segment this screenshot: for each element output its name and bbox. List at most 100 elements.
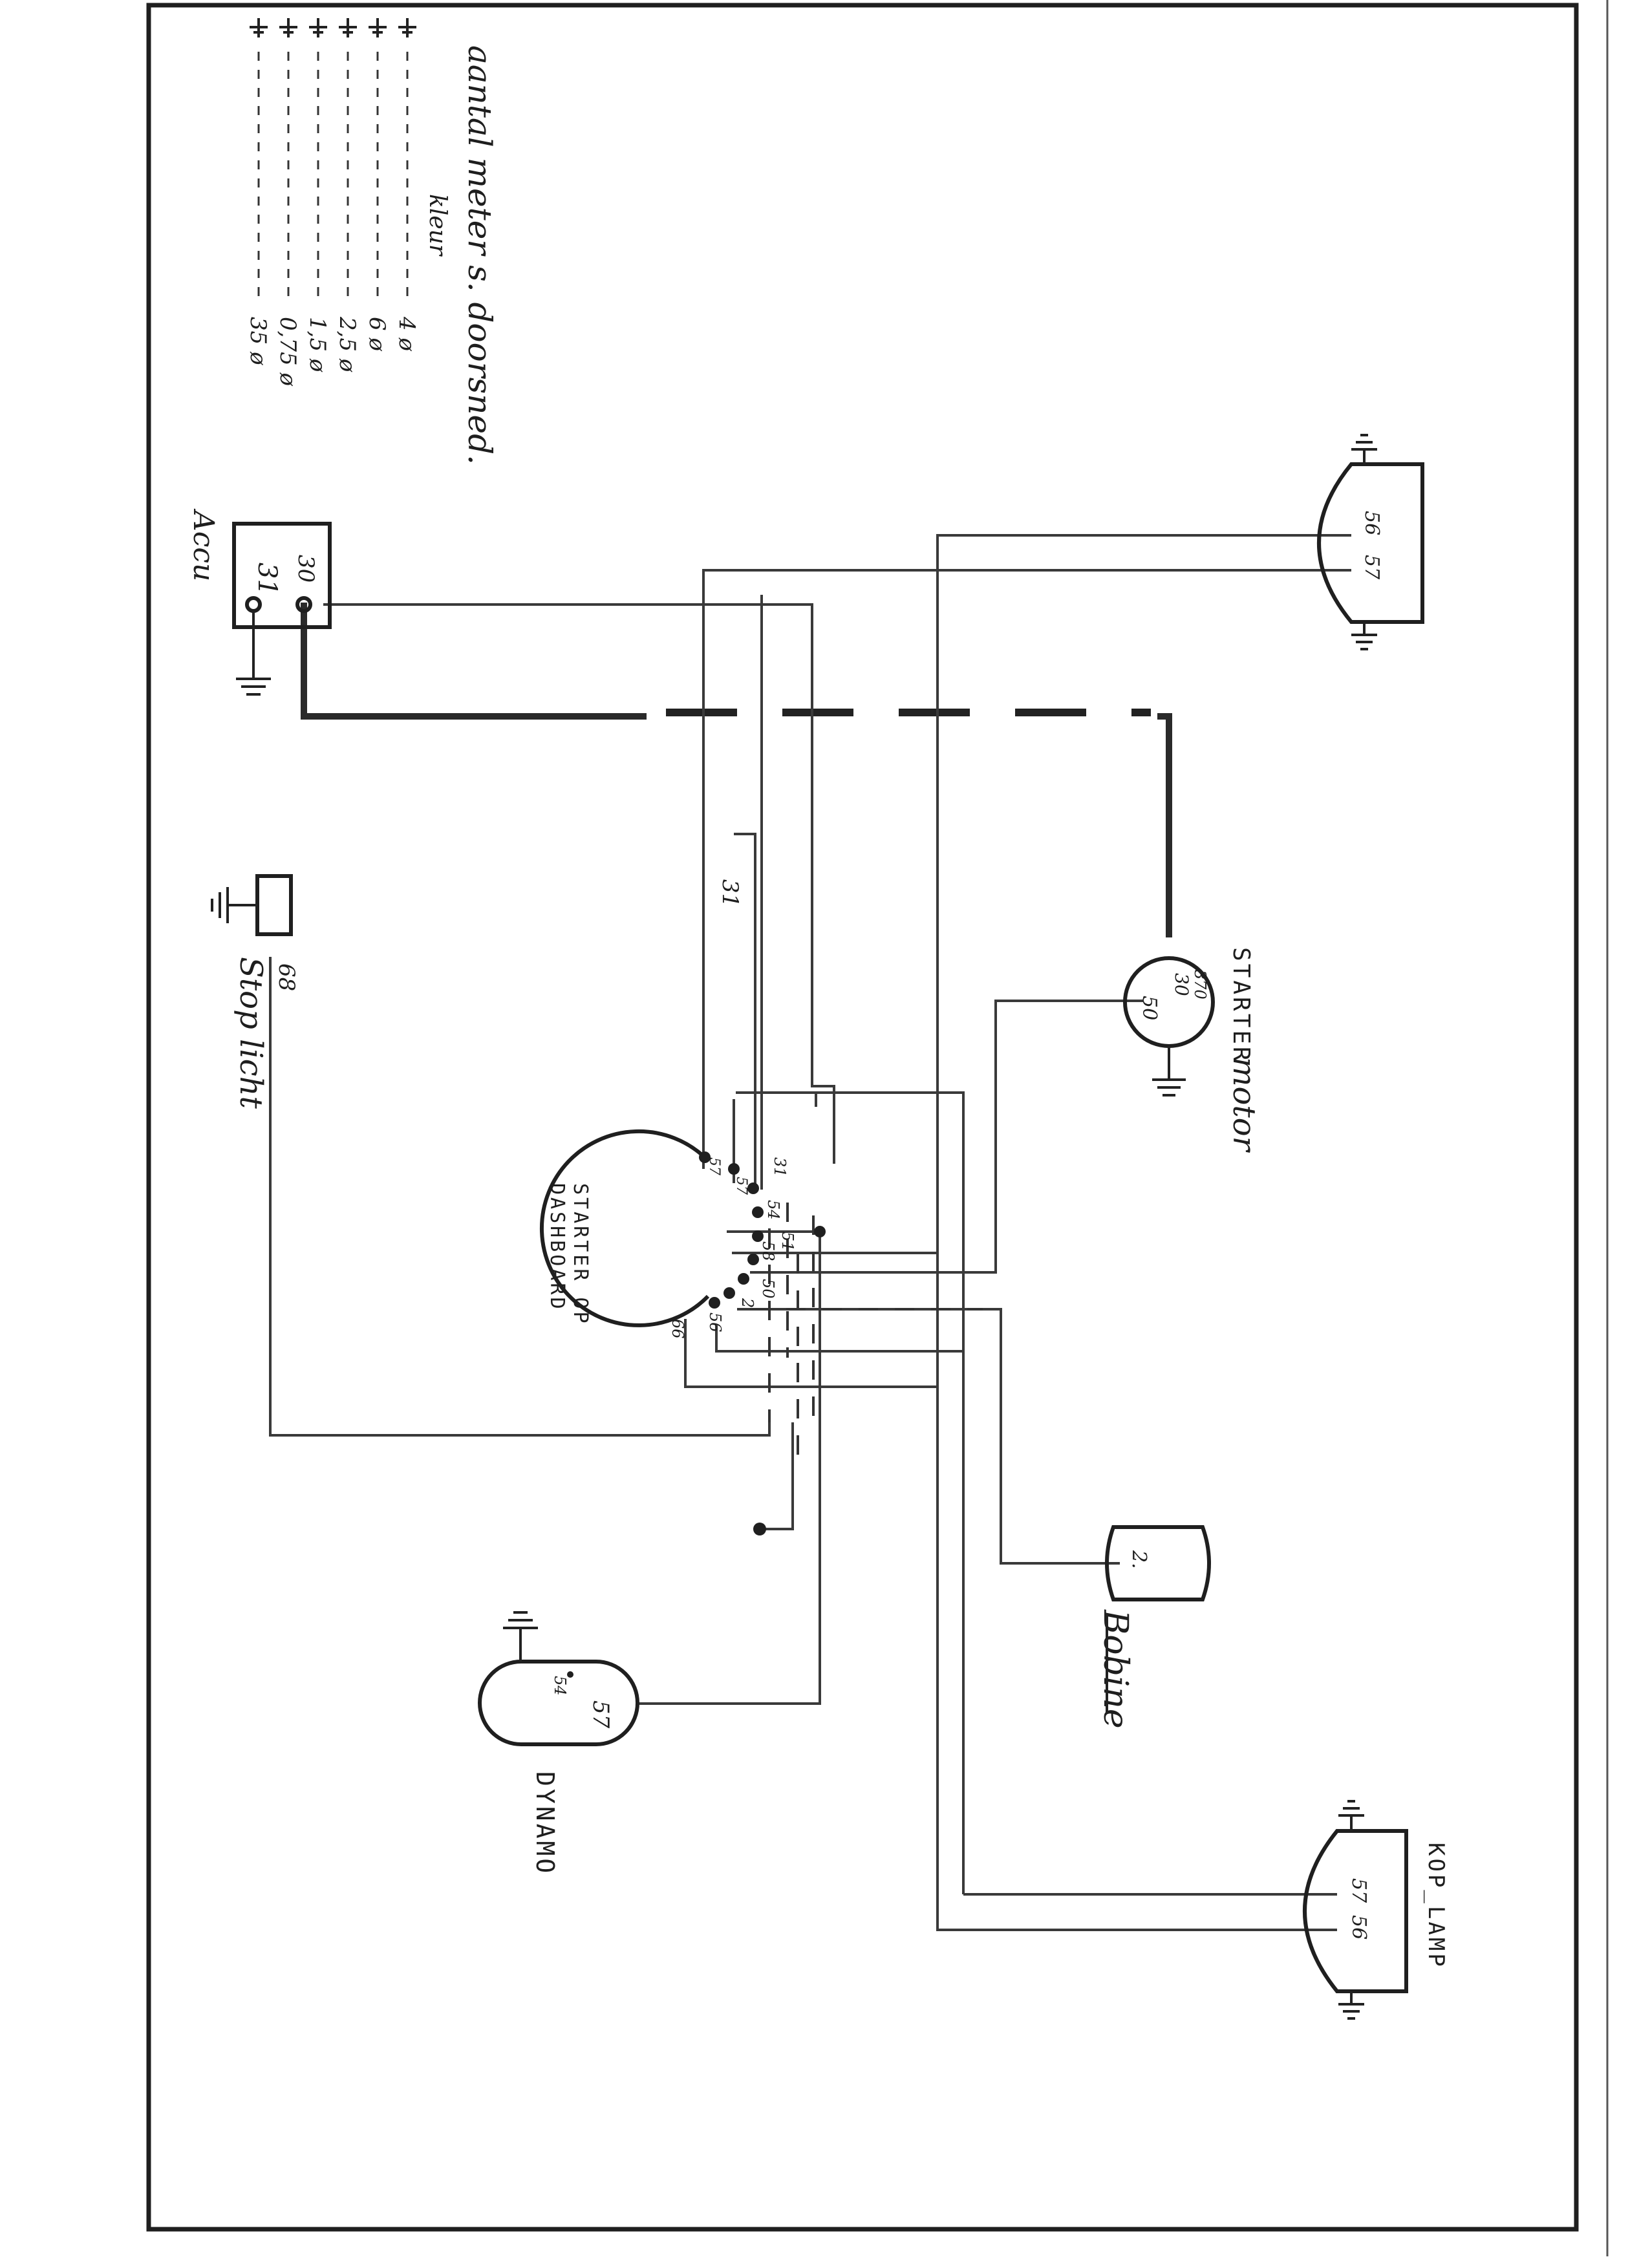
legend-row-spec: 2,5 ø xyxy=(334,316,360,372)
dynamo-ground-symbol xyxy=(503,1611,538,1662)
wire-legend: aantal meter s. doorsned. kleur 4 ø6 ø2,… xyxy=(245,18,498,465)
dashboard-terminal-50: 50 xyxy=(759,1279,777,1299)
legend-subtitle: kleur xyxy=(424,194,451,257)
bobine-terminal: 2. xyxy=(1128,1550,1150,1569)
wire-accu-30 xyxy=(323,603,835,1164)
starter-motor-label: STARTER xyxy=(1228,947,1254,1064)
legend-title: aantal meter s. doorsned. xyxy=(461,45,498,465)
dashboard-terminal-57a: 57 xyxy=(706,1157,722,1175)
wires xyxy=(269,534,1351,1931)
dynamo-terminal-54-post xyxy=(567,1671,573,1678)
accu-terminal-31-post xyxy=(245,596,262,613)
rear-lamp-ground-top xyxy=(1351,434,1377,464)
wire-harness-2-to-bobine xyxy=(737,1308,1120,1565)
dashboard-terminal-57a-dot xyxy=(699,1151,711,1163)
dashboard-terminal-31-dot xyxy=(747,1182,759,1194)
accu-ground-symbol xyxy=(236,611,271,696)
bobine-label: Bobine xyxy=(1096,1609,1135,1729)
wire-battery-starter-heavy xyxy=(301,603,647,720)
dynamo-label: DYNAMO xyxy=(531,1771,559,1876)
starter-motor-terminal-30: 30 xyxy=(1171,973,1192,996)
kop-lamp: 57 56 KOP_LAMP xyxy=(1303,1800,1449,2020)
bobine-coil: 2. Bobine xyxy=(1096,1525,1211,1729)
starter-motor-label-2: motor xyxy=(1226,1057,1262,1153)
accu-terminal-31: 31 xyxy=(252,562,282,595)
rear-lamp-terminal-57: 57 xyxy=(1360,555,1383,580)
dynamo-body xyxy=(478,1660,639,1746)
page-frame xyxy=(146,3,1579,2232)
kop-lamp-terminal-56: 56 xyxy=(1347,1915,1370,1940)
accu-box xyxy=(232,522,332,629)
kop-lamp-ground-top xyxy=(1338,1800,1364,1831)
stop-light-box xyxy=(255,874,293,936)
accu-terminal-30: 30 xyxy=(293,555,319,583)
rear-lamp-terminal-56: 56 xyxy=(1360,511,1383,535)
legend-row-symbol xyxy=(279,18,297,37)
dashboard-terminal-56: 56 xyxy=(706,1312,724,1332)
rear-lamp-body xyxy=(1317,462,1424,624)
dashboard-terminal-51: 51 xyxy=(778,1232,797,1252)
legend-row-symbol xyxy=(398,18,416,37)
legend-row-spec: 35 ø xyxy=(245,317,271,365)
kop-lamp-body xyxy=(1303,1829,1408,1993)
kop-lamp-ground-bottom xyxy=(1338,1991,1364,2020)
rear-lamp-ground-bottom xyxy=(1351,622,1377,650)
wire-harness-51-dynamo xyxy=(637,1230,821,1705)
starter-motor-terminal-370: 370 xyxy=(1191,970,1209,1000)
dynamo-terminal-57: 57 xyxy=(588,1700,614,1729)
dashboard-terminal-54-dot xyxy=(752,1206,764,1218)
wire-31-label: 31 xyxy=(717,879,743,907)
junction-dot-1268 xyxy=(814,1226,826,1237)
dashboard-terminal-56-dot xyxy=(709,1297,720,1309)
dynamo-terminal-54: 54 xyxy=(551,1676,569,1696)
wire-harness-56-to-kop xyxy=(715,1325,963,1353)
legend-rows: 4 ø6 ø2,5 ø1,5 ø0,75 ø35 ø xyxy=(245,18,420,387)
stop-light: 68 Stop licht xyxy=(211,874,299,1109)
bobine-body xyxy=(1105,1525,1211,1601)
dashboard-terminal-2-dot xyxy=(723,1287,735,1299)
junction-dot-1175 xyxy=(753,1523,766,1535)
wire-stop-light xyxy=(269,957,771,1437)
legend-row-spec: 4 ø xyxy=(394,316,420,351)
dynamo: 54 57 DYNAMO xyxy=(478,1611,639,1876)
dashboard-terminal-54: 54 xyxy=(764,1200,782,1220)
legend-row-spec: 6 ø xyxy=(364,317,390,351)
wire-54-to-junction xyxy=(760,1422,794,1530)
dashboard-switch-arc xyxy=(539,1129,710,1327)
dashboard-terminal-51-dot xyxy=(747,1254,759,1265)
wire-battery-starter-drop xyxy=(1157,713,1172,937)
wire-harness-50-to-starter xyxy=(750,1000,1143,1274)
accu-terminal-30-post xyxy=(295,596,312,613)
accu-label: Accu xyxy=(187,508,220,581)
dashboard-terminal-50-dot xyxy=(738,1273,749,1285)
stop-light-label: Stop licht xyxy=(233,957,269,1109)
kop-lamp-terminal-57: 57 xyxy=(1347,1878,1370,1903)
stop-light-ground-symbol xyxy=(211,887,257,923)
wire-harness-66 xyxy=(684,1319,938,1388)
dashboard-starter-switch: 57 57 31 54 58 51 50 2 56 66 STARTER OP … xyxy=(539,1129,797,1339)
wire-31-ground-tag xyxy=(734,833,756,1190)
dashboard-terminal-57b-dot xyxy=(728,1163,740,1175)
legend-row-symbol xyxy=(369,18,387,37)
dashboard-label-2: DASHBOARD xyxy=(546,1183,568,1312)
wire-harness-box xyxy=(736,1091,965,1319)
dashboard-terminal-58-dot xyxy=(752,1230,764,1242)
dashboard-terminal-2: 2 xyxy=(738,1298,756,1308)
accu-battery: 31 30 Accu xyxy=(187,508,332,696)
legend-row-spec: 0,75 ø xyxy=(275,317,301,387)
kop-lamp-label: KOP_LAMP xyxy=(1423,1843,1449,1969)
dashboard-terminal-31: 31 xyxy=(771,1157,789,1177)
starter-motor: 30 370 50 STARTER motor xyxy=(1123,947,1262,1153)
wire-kop-lamp-56 xyxy=(936,1914,1337,1931)
wire-rear-lamp-57 xyxy=(702,569,1351,1169)
wire-rear-lamp-56 xyxy=(936,534,1351,1914)
legend-row-symbol xyxy=(339,18,357,37)
starter-motor-ground-symbol xyxy=(1152,1046,1186,1097)
rear-lamp: 56 57 xyxy=(1317,434,1424,650)
starter-motor-terminal-50: 50 xyxy=(1138,996,1161,1020)
legend-row-symbol xyxy=(309,18,327,37)
stop-light-terminal-68: 68 xyxy=(273,963,299,991)
dashboard-terminal-66: 66 xyxy=(669,1319,687,1339)
